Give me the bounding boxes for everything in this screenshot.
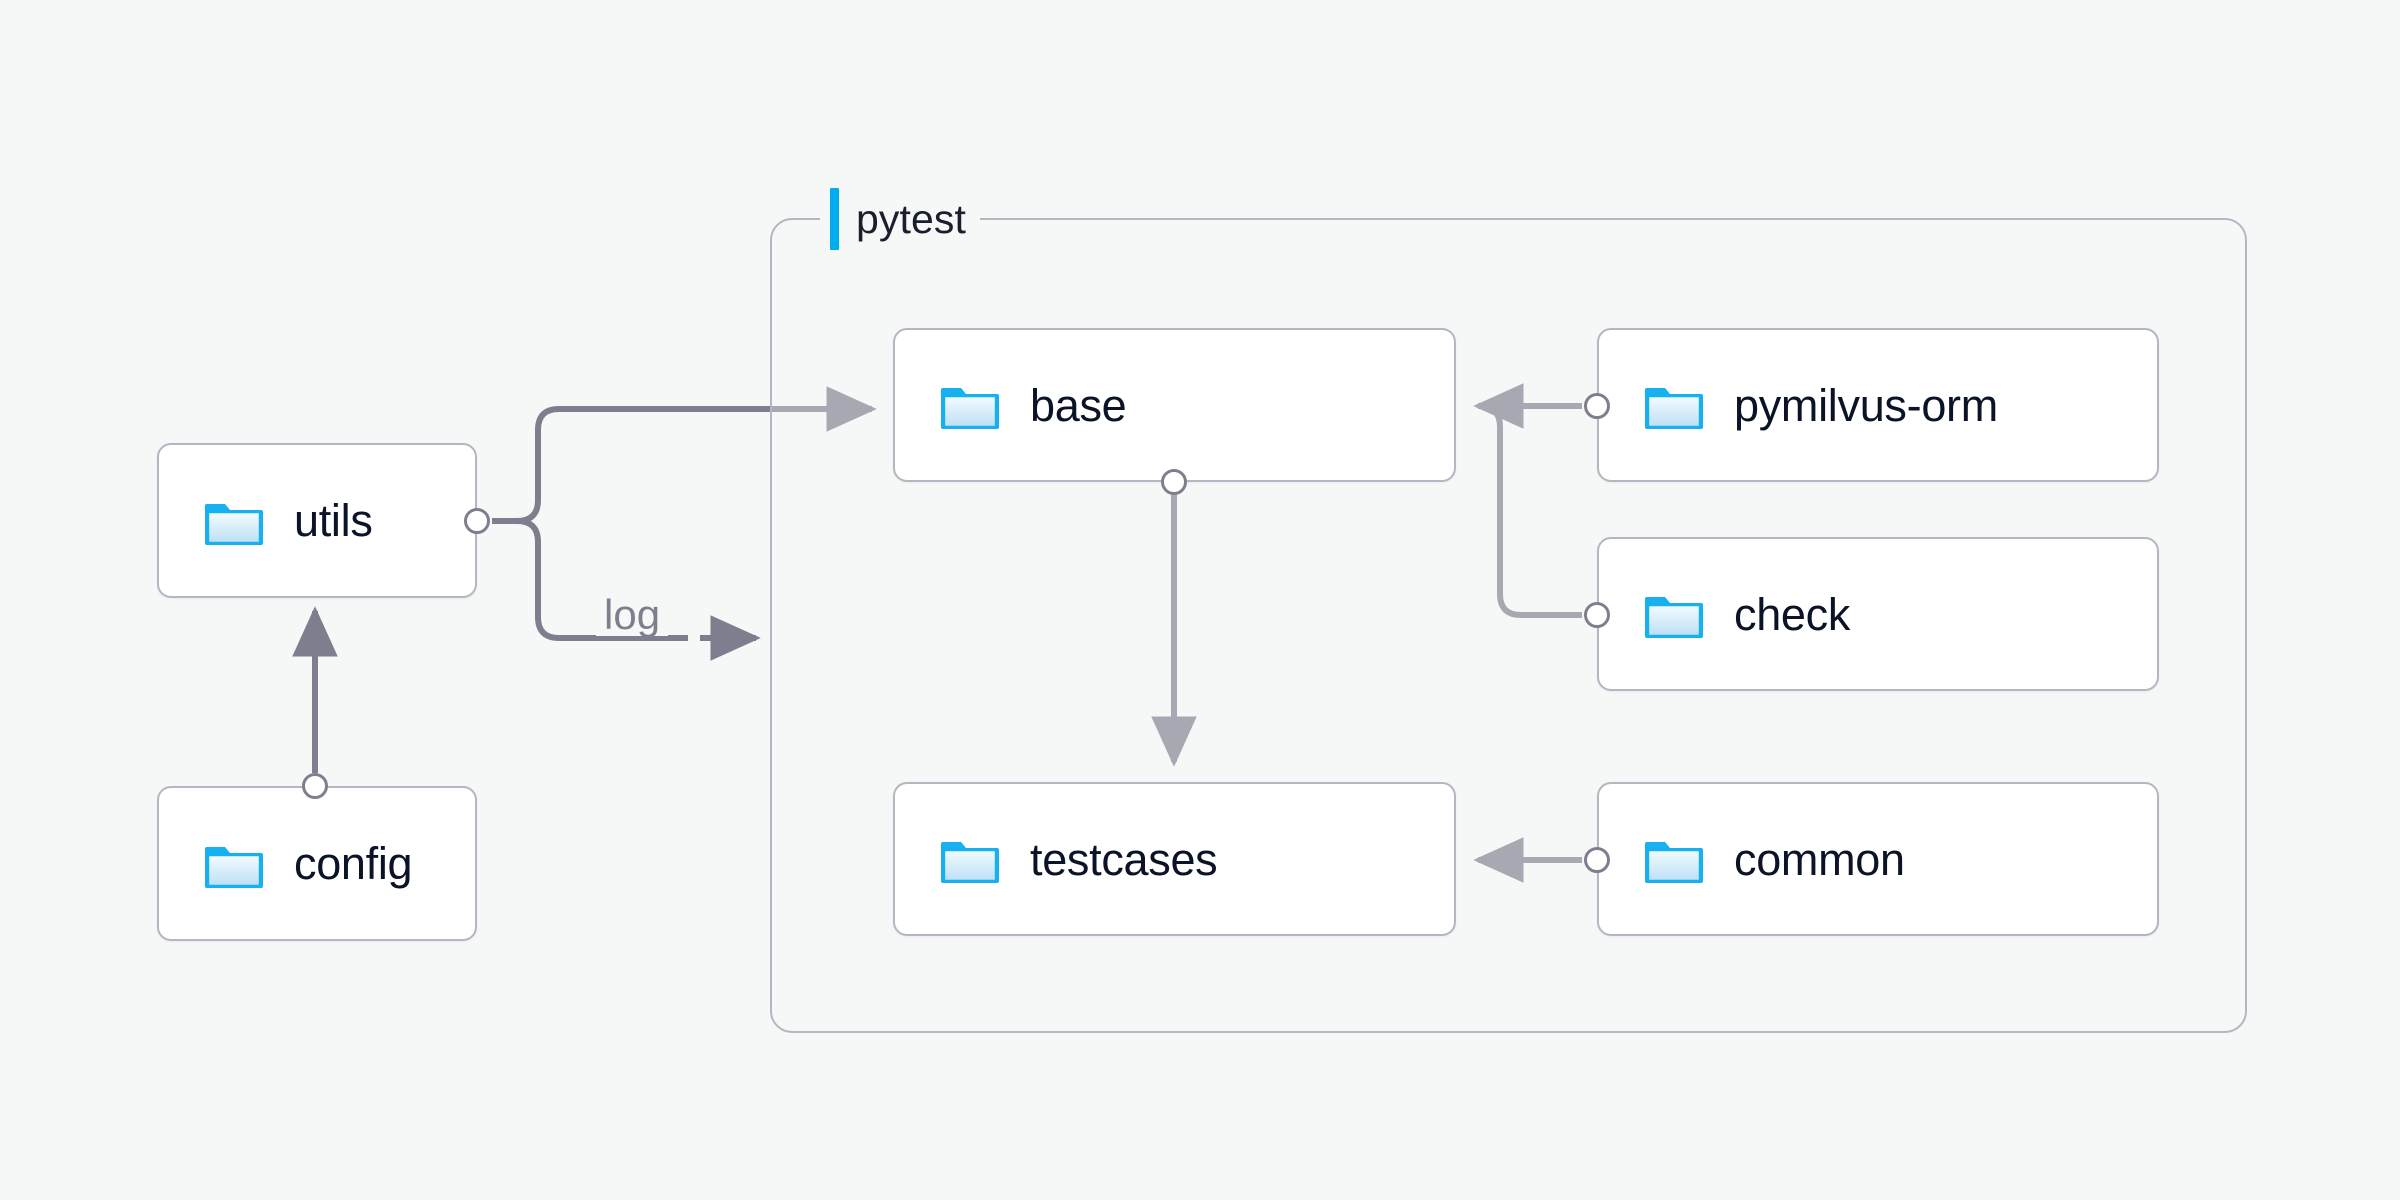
folder-icon [1645,388,1703,429]
node-config[interactable]: config [157,786,477,941]
node-common-label: common [1734,833,1905,885]
node-config-label: config [294,838,413,889]
group-accent-bar [830,188,839,250]
node-utils[interactable]: utils [157,443,477,598]
node-pymilvus-orm[interactable]: pymilvus-orm [1597,328,2159,482]
port-check-left[interactable] [1584,602,1610,628]
node-check-label: check [1734,588,1851,640]
port-utils-right[interactable] [464,508,490,534]
folder-icon [941,388,999,429]
folder-icon [941,842,999,883]
folder-icon [1645,597,1703,638]
port-base-bottom[interactable] [1161,469,1187,495]
folder-icon [205,846,263,888]
node-testcases[interactable]: testcases [893,782,1456,936]
port-pymilvus-orm-left[interactable] [1584,393,1610,419]
edge-label-log: log [596,594,669,636]
node-pymilvus-orm-label: pymilvus-orm [1734,379,1998,431]
port-config-top[interactable] [302,773,328,799]
node-testcases-label: testcases [1030,833,1218,885]
node-base[interactable]: base [893,328,1456,482]
node-common[interactable]: common [1597,782,2159,936]
group-pytest-label: pytest [820,187,980,251]
port-common-left[interactable] [1584,847,1610,873]
folder-icon [1645,842,1703,883]
folder-icon [205,503,263,545]
node-check[interactable]: check [1597,537,2159,691]
group-pytest-label-text: pytest [856,195,966,242]
node-utils-label: utils [294,495,373,546]
node-base-label: base [1030,379,1127,431]
